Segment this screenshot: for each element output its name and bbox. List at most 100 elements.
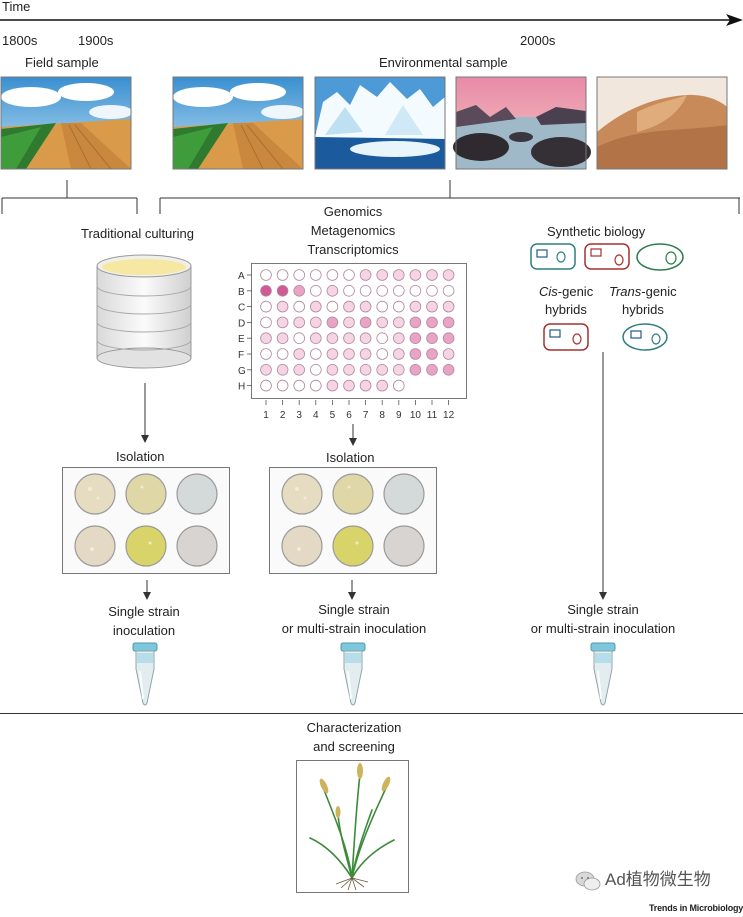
arrow-isolation-to-inoculation-middle: [348, 580, 356, 600]
field-landscape-image: [0, 76, 133, 170]
plate-well: [359, 332, 372, 344]
plate-well: [260, 269, 272, 281]
plate-well: [393, 269, 405, 281]
hybrid-cells-icons: [543, 323, 668, 351]
plate-well: [376, 379, 389, 392]
inoculation-middle-line2: or multi-strain inoculation: [281, 621, 427, 636]
plate-row-label: H: [238, 382, 245, 393]
plate-well: [409, 348, 422, 360]
plate-well: [442, 284, 455, 297]
inoculation-left-line1: Single strain: [108, 604, 180, 619]
plate-well: [276, 316, 289, 329]
plate-well: [376, 300, 389, 313]
desert-image: [596, 76, 728, 170]
plate-well: [426, 332, 438, 344]
cis-suffix-text: -genic: [557, 284, 594, 299]
petri-dish-stack: [96, 254, 192, 369]
tube-icon-right: [590, 642, 616, 706]
plate-well: [310, 348, 322, 360]
plate-well: [343, 316, 355, 329]
plate-well: [442, 300, 455, 313]
inoculation-right-line1: Single strain: [567, 602, 639, 617]
plate-well: [260, 316, 272, 329]
plate-row-label: E: [238, 334, 245, 345]
isolation-label-middle: Isolation: [326, 450, 375, 465]
plate-well: [310, 284, 322, 297]
inoculation-right-line2: or multi-strain inoculation: [530, 621, 676, 636]
plate-well: [426, 364, 438, 376]
plate-well: [442, 269, 455, 281]
plate-well: [442, 316, 455, 329]
isolation-label-left: Isolation: [116, 449, 165, 464]
plate-well: [376, 348, 389, 360]
journal-credit: Trends in Microbiology: [649, 903, 743, 913]
metagenomics-heading: Metagenomics: [310, 223, 396, 238]
plate-well: [276, 284, 289, 297]
trans-genic-label: Trans-genic: [609, 283, 677, 300]
plate-col-label: 6: [346, 410, 352, 421]
tick-label-1800s: 1800s: [2, 33, 38, 48]
plate-well: [276, 379, 289, 392]
plate-well: [276, 348, 289, 360]
plate-col-label: 4: [313, 410, 319, 421]
plate-well: [326, 364, 339, 376]
traditional-culturing-heading: Traditional culturing: [81, 226, 194, 241]
environmental-bracket: [159, 180, 740, 214]
plate-well: [393, 332, 405, 344]
plate-well: [393, 316, 405, 329]
plate-well: [276, 300, 289, 313]
plate-well: [359, 269, 372, 281]
plate-well: [343, 300, 355, 313]
plate-col-label: 7: [363, 410, 369, 421]
plate-well: [393, 348, 405, 360]
field-sample-label: Field sample: [25, 55, 99, 70]
plate-col-label: 8: [379, 410, 385, 421]
plate-well: [293, 332, 305, 344]
plate-row-label: G: [238, 366, 246, 377]
section-divider: [0, 713, 743, 714]
rocky-shore-image: [453, 76, 591, 170]
plate-well: [343, 364, 355, 376]
plate-well: [442, 364, 455, 376]
plate-well: [343, 348, 355, 360]
plate-well: [359, 379, 372, 392]
plate-row-label: A: [238, 271, 245, 282]
plate-well: [260, 364, 272, 376]
wechat-logo-icon: [575, 871, 601, 891]
plate-well: [359, 316, 372, 329]
plate-well: [409, 269, 422, 281]
plate-row-label: D: [238, 318, 245, 329]
plate-well: [293, 364, 305, 376]
plate-well: [343, 284, 355, 297]
inoculation-left-line2: inoculation: [112, 623, 176, 638]
plate-well: [393, 364, 405, 376]
plate-well: [293, 300, 305, 313]
arrow-isolation-to-inoculation-left: [143, 580, 151, 600]
plate-well: [359, 284, 372, 297]
plate-col-label: 3: [296, 410, 302, 421]
plate-well: [343, 332, 355, 344]
synthetic-biology-heading: Synthetic biology: [547, 224, 646, 239]
plate-well: [359, 300, 372, 313]
plate-well: [293, 379, 305, 392]
plate-well: [310, 316, 322, 329]
plate-well: [326, 316, 339, 329]
plate-well: [409, 284, 422, 297]
plate-well: [426, 300, 438, 313]
tube-icon-middle: [340, 642, 366, 706]
plate-row-label: B: [238, 287, 245, 298]
plate-well: [326, 284, 339, 297]
environmental-sample-label: Environmental sample: [379, 55, 508, 70]
plate-well: [326, 379, 339, 392]
plate-well: [409, 300, 422, 313]
plate-well: [260, 300, 272, 313]
plate-well: [376, 284, 389, 297]
plate-col-label: 10: [410, 410, 422, 421]
plate-well: [260, 379, 272, 392]
plate-col-label: 1: [263, 410, 269, 421]
cis-hybrids-label: hybrids: [545, 302, 587, 317]
plate-well: [376, 364, 389, 376]
plate-well: [376, 332, 389, 344]
plate-well: [426, 284, 438, 297]
